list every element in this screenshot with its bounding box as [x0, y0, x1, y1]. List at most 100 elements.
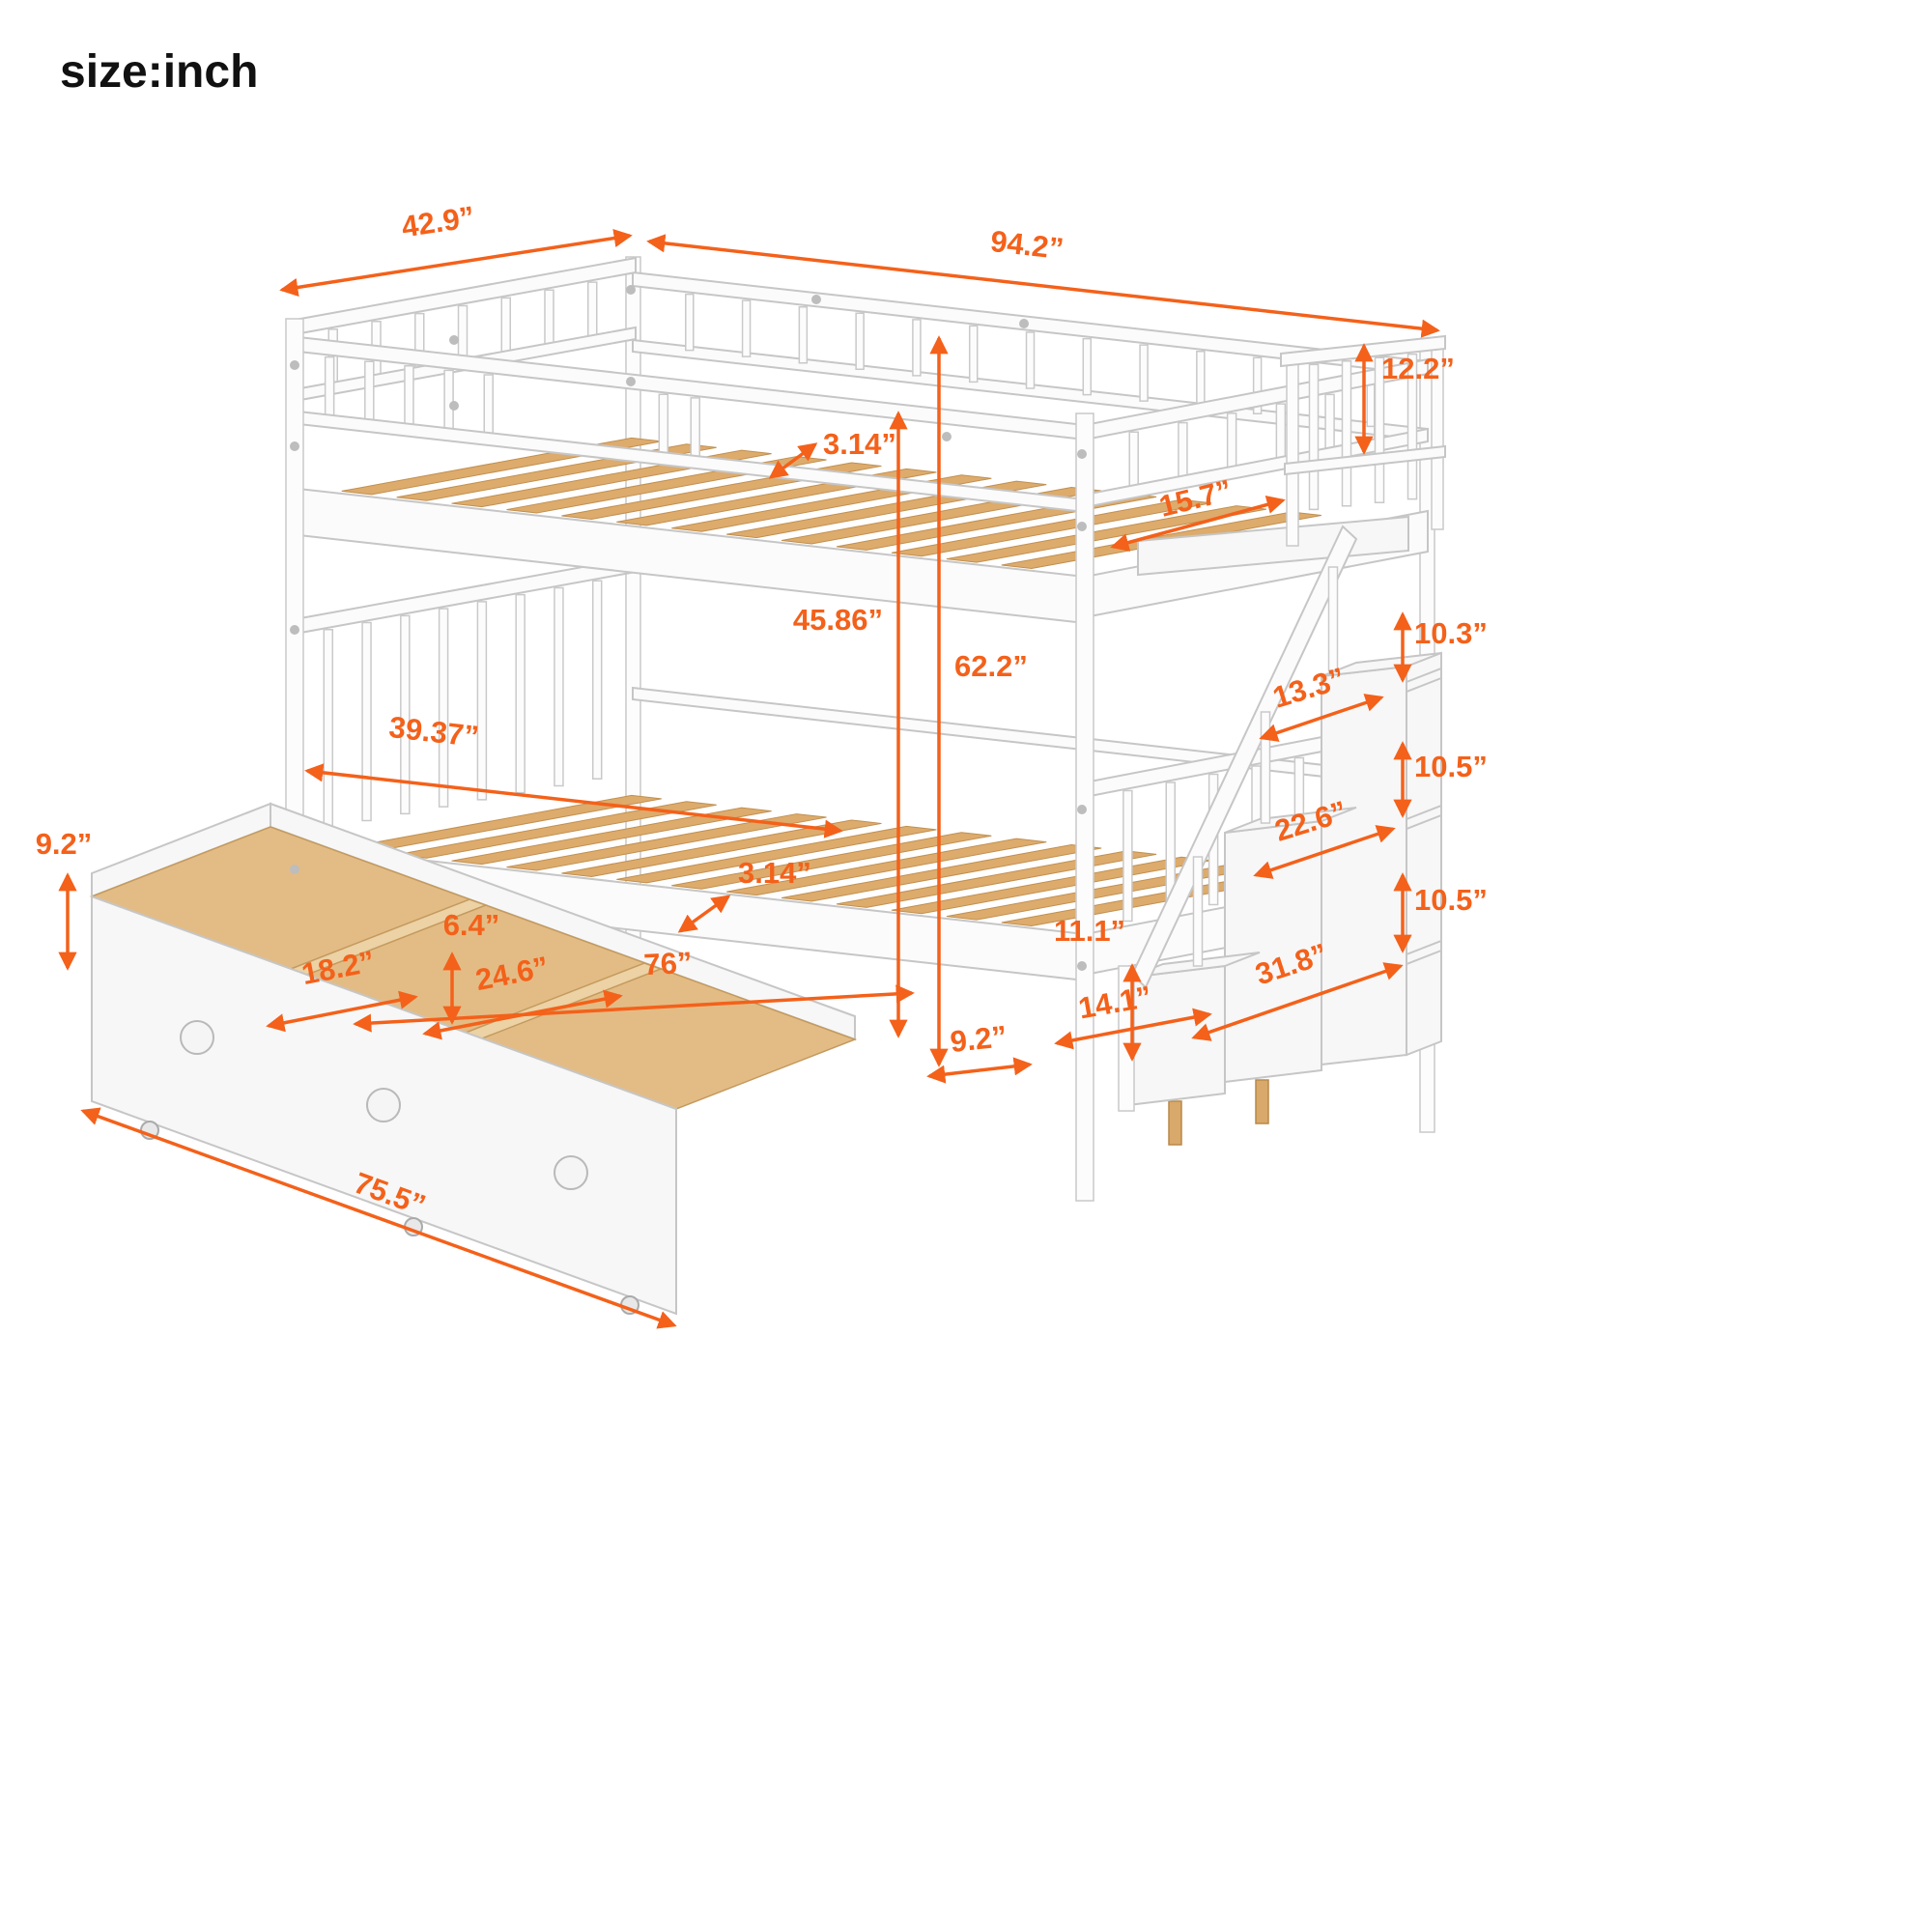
screw-cap [626, 285, 636, 295]
baluster [685, 293, 695, 352]
dim-label-shelf-height-top: 10.3” [1414, 616, 1488, 650]
slat [726, 838, 1047, 896]
baluster [404, 365, 414, 427]
baluster [544, 289, 554, 347]
screw-cap [290, 865, 299, 874]
baluster [476, 601, 488, 801]
baluster [968, 325, 979, 384]
drawer-knob[interactable] [180, 1020, 214, 1055]
baluster [1327, 566, 1339, 671]
stair-handrail [1130, 525, 1358, 989]
dim-arrow-stair-tread [926, 1057, 1033, 1084]
dim-label-top-depth: 42.9” [399, 200, 476, 244]
screw-cap [290, 360, 299, 370]
dim-label-drawer-height: 9.2” [36, 827, 93, 861]
dim-arrow-shelf-depth-middle [1253, 825, 1396, 879]
drawer-knob[interactable] [554, 1155, 588, 1190]
baluster [1128, 431, 1139, 492]
dim-arrow-shelf-depth-top [1259, 694, 1384, 742]
baluster [1226, 412, 1237, 472]
screw-cap [811, 295, 821, 304]
dim-label-upper-slat-gap: 3.14” [823, 427, 896, 461]
baluster [1025, 331, 1036, 389]
baluster [438, 608, 449, 808]
baluster [554, 586, 564, 787]
stair-wood-leg [1255, 1079, 1269, 1124]
baluster [457, 304, 469, 363]
dim-arrow-drawer-length [80, 1107, 677, 1329]
baluster [1260, 711, 1271, 824]
dim-label-upper-clearance: 45.86” [793, 603, 883, 637]
baluster [1341, 360, 1352, 507]
dim-label-rail-height: 12.2” [1381, 352, 1455, 385]
baluster [1275, 403, 1287, 463]
dim-arrow-foot-inner-width [1110, 496, 1286, 552]
storage-shelf-board [1406, 939, 1442, 966]
stair-rail-post [1286, 355, 1299, 547]
baluster [364, 360, 375, 422]
dim-label-shelf-height-bottom: 10.5” [1414, 883, 1488, 917]
baluster [690, 397, 700, 459]
baluster [1308, 363, 1320, 511]
dim-label-total-height: 62.2” [954, 649, 1028, 683]
baluster [361, 621, 372, 822]
dim-label-top-length: 94.2” [989, 224, 1065, 266]
dim-arrow-lower-slat-gap [677, 895, 731, 933]
dim-label-lower-slat-gap: 3.14” [738, 856, 811, 890]
baluster [1324, 393, 1335, 454]
dim-arrow-step-depth [1054, 1008, 1212, 1050]
stair-rail-mid [1284, 444, 1446, 476]
baluster [591, 580, 603, 780]
dim-arrow-drawer-section-2 [422, 989, 623, 1040]
upper-near-balusters [324, 355, 700, 459]
dim-label-shelf-height-middle: 10.5” [1414, 750, 1488, 783]
dim-label-stair-tread: 9.2” [949, 1019, 1009, 1059]
baluster [443, 369, 454, 432]
screw-cap [449, 401, 459, 411]
baluster [1122, 789, 1133, 923]
baluster [323, 629, 334, 829]
baluster [1082, 337, 1093, 396]
screw-cap [1077, 805, 1087, 814]
slat [671, 832, 992, 890]
baluster [1192, 856, 1204, 967]
storage-shelf-board [1406, 667, 1442, 694]
dimension-annotations: 42.9” 94.2” 12.2” 3.14” 15.7” 45.86” 62.… [36, 200, 1488, 1329]
storage-shelf-board [1406, 804, 1442, 831]
dim-arrow-top-depth [279, 229, 633, 297]
baluster [855, 312, 865, 371]
baluster [1178, 421, 1188, 482]
baluster [500, 297, 511, 355]
baluster [798, 305, 809, 364]
baluster [741, 299, 752, 357]
screw-cap [942, 432, 952, 441]
size-unit-title: size:inch [60, 46, 258, 98]
dim-arrow-upper-slat-gap [768, 442, 818, 479]
stair-wood-leg [1168, 1100, 1182, 1146]
lower-headboard-top-rail [289, 555, 637, 637]
screw-cap [1077, 522, 1087, 531]
baluster [324, 355, 335, 418]
dim-arrow-lower-inner-width [304, 763, 843, 838]
dim-arrow-top-length [646, 234, 1440, 338]
dim-label-bed-length: 76” [643, 946, 694, 982]
dim-arrow-drawer-section-1 [266, 990, 418, 1033]
dim-label-step-height: 11.1” [1054, 914, 1125, 948]
baluster [912, 319, 922, 377]
baluster [1196, 350, 1206, 409]
drawer-knob[interactable] [366, 1088, 401, 1122]
baluster [515, 593, 526, 794]
screw-cap [290, 441, 299, 451]
screw-cap [1077, 961, 1087, 971]
dim-arrow-shelf-depth-bottom [1191, 962, 1404, 1041]
screw-cap [290, 625, 299, 635]
baluster [483, 374, 494, 436]
dim-label-drawer-depth-inner: 6.4” [443, 908, 500, 942]
screw-cap [626, 377, 636, 386]
screw-cap [1019, 319, 1029, 328]
step-3-front [1321, 665, 1407, 1066]
screw-cap [449, 335, 459, 345]
baluster [1139, 344, 1149, 402]
baluster [658, 393, 669, 455]
